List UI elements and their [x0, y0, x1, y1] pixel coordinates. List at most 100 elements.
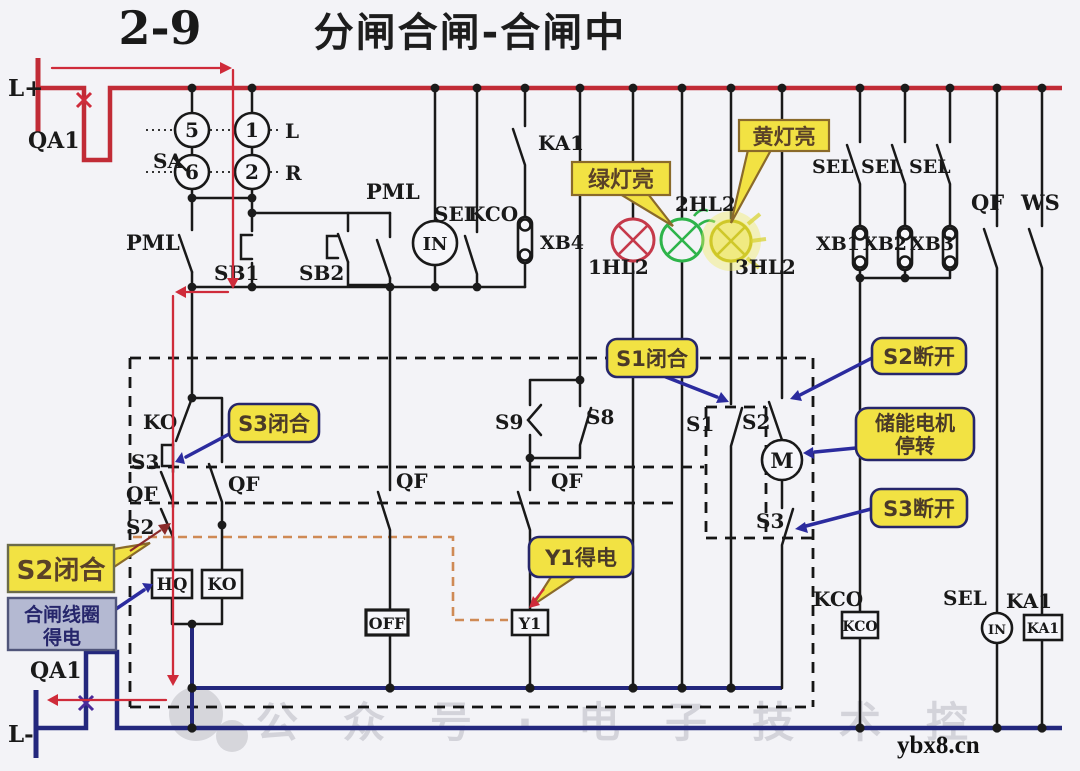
s1-closed-text: S1闭合	[616, 347, 689, 371]
sa-contact-2	[233, 153, 271, 191]
ka1-switch-label: KA1	[538, 131, 584, 155]
ws-label: WS	[1020, 190, 1060, 215]
qf-right-label: QF	[971, 190, 1004, 215]
qa1-top-closed-mark	[75, 91, 93, 109]
sa-contact-5-label: 5	[185, 118, 199, 142]
in-bottom-label: IN	[988, 623, 1006, 638]
motor-stop-text-2: 停转	[895, 434, 935, 458]
s9-label: S9	[495, 410, 523, 434]
s9-contact	[526, 403, 543, 437]
s2-closed-text: S2闭合	[17, 555, 107, 586]
lamp-1hl2	[610, 217, 656, 263]
xb1-label: XB1	[816, 233, 860, 255]
s3-left-label: S3	[131, 450, 159, 474]
qf-branch-label: QF	[228, 472, 260, 496]
qf-right-column	[982, 86, 999, 730]
rail-l-minus: QA1 L-	[8, 624, 1062, 758]
s3-right-label: S3	[756, 509, 784, 533]
pml-sb2-blades	[177, 232, 392, 280]
lamp-2hl2	[659, 208, 716, 263]
sa-contact-5	[173, 111, 211, 149]
s1-label: S1	[686, 412, 714, 436]
sa-linkage-dots	[146, 129, 281, 173]
page-title: 分闸合闸-合闸中	[314, 10, 627, 56]
fuse-xb4	[516, 215, 534, 265]
qf-off-label: QF	[396, 469, 428, 493]
sa-tap-l-label: L	[285, 119, 299, 143]
kco-coil-box	[840, 610, 880, 640]
s2-right-label: S2	[742, 410, 770, 434]
ws-column	[1027, 86, 1044, 730]
s1-dashed-box	[704, 405, 813, 540]
site-watermark: ybx8.cn	[897, 732, 980, 759]
ko-coil-box	[200, 568, 244, 600]
s8-label: S8	[586, 405, 614, 429]
storage-motor	[760, 438, 804, 482]
motor-label: M	[770, 448, 793, 473]
kco-coil-label: KCO	[842, 619, 877, 635]
s3-left-bracket	[160, 443, 175, 468]
closing-coil-text-2: 得电	[42, 626, 81, 649]
bus-l-plus: L+ QA1	[8, 58, 1062, 163]
s2-open-text: S2断开	[883, 345, 955, 369]
pml-right-label: PML	[366, 179, 420, 204]
off-column	[376, 285, 392, 690]
xb4-label: XB4	[540, 232, 584, 254]
closing-coil-text-1: 合闸线圈	[24, 603, 100, 626]
lamp2-label: 2HL2	[675, 192, 736, 216]
yellow-glow-rays	[745, 212, 767, 270]
pml-left-label: PML	[126, 230, 180, 255]
sel3-label: SEL	[909, 156, 951, 178]
qa1-bottom-label: QA1	[30, 658, 82, 684]
sel1-label: SEL	[812, 156, 854, 178]
green-glow-rays	[692, 208, 716, 227]
title-number: 2-9	[118, 1, 201, 55]
sb2-label: SB2	[299, 261, 344, 285]
button-row-wiring	[190, 196, 392, 289]
lamp-3hl2	[701, 211, 767, 271]
lamp3-label: 3HL2	[735, 255, 796, 279]
callout-s3-closed: S3闭合	[175, 402, 321, 464]
s2-left-label: S2	[126, 515, 154, 539]
l-minus-label: L-	[8, 721, 34, 748]
sa-tap-r-label: R	[285, 161, 302, 185]
sa-contact-1	[233, 111, 271, 149]
y1-energized-text: Y1得电	[544, 546, 617, 570]
wiring	[159, 86, 1044, 730]
l-minus-rail	[36, 649, 1062, 731]
fuse-xb2	[896, 224, 914, 272]
sa-contact-2-label: 2	[245, 160, 259, 184]
ka1-coil-label: KA1	[1027, 621, 1059, 637]
sel2-label: SEL	[861, 156, 903, 178]
sa-contact-6	[173, 153, 211, 191]
sa-label: SA	[153, 149, 183, 173]
callout-s3-open: S3断开	[795, 487, 969, 533]
l-plus-bus	[38, 85, 1062, 163]
callout-closing-coil: 合闸线圈 得电	[6, 583, 153, 652]
motor-stop-text-1: 储能电机	[875, 411, 955, 435]
callout-yellow-light: 黄灯亮	[729, 118, 831, 224]
callouts: 绿灯亮 黄灯亮 S1闭合 S2断开 储能电机 停转	[6, 118, 976, 652]
s3-open-text: S3断开	[883, 497, 955, 521]
callout-motor-stop: 储能电机 停转	[803, 406, 976, 462]
lamp1-label: 1HL2	[588, 255, 649, 279]
ka1-bottom-label: KA1	[1006, 589, 1052, 613]
sa-handle	[172, 156, 188, 172]
qf-left-label: QF	[126, 482, 158, 506]
sa-contact-1-label: 1	[245, 118, 259, 142]
fuse-xb1	[851, 224, 869, 272]
s3-closed-text: S3闭合	[238, 412, 311, 436]
orange-path-to-y1	[133, 535, 508, 622]
ka1-xb4-column	[511, 86, 527, 289]
callout-green-light: 绿灯亮	[570, 160, 674, 227]
qa1-bottom-closed-mark	[77, 694, 95, 712]
y1-coil-label: Y1	[518, 614, 542, 633]
wechat-icon	[169, 687, 223, 741]
sa-contact-6-label: 6	[185, 160, 199, 184]
sel-bottom-label: SEL	[943, 586, 987, 610]
components: 5 6 1 2 SA L R IN IN	[146, 111, 1064, 645]
l-plus-label: L+	[8, 75, 43, 102]
title: 2-9 分闸合闸-合闸中	[118, 1, 627, 56]
